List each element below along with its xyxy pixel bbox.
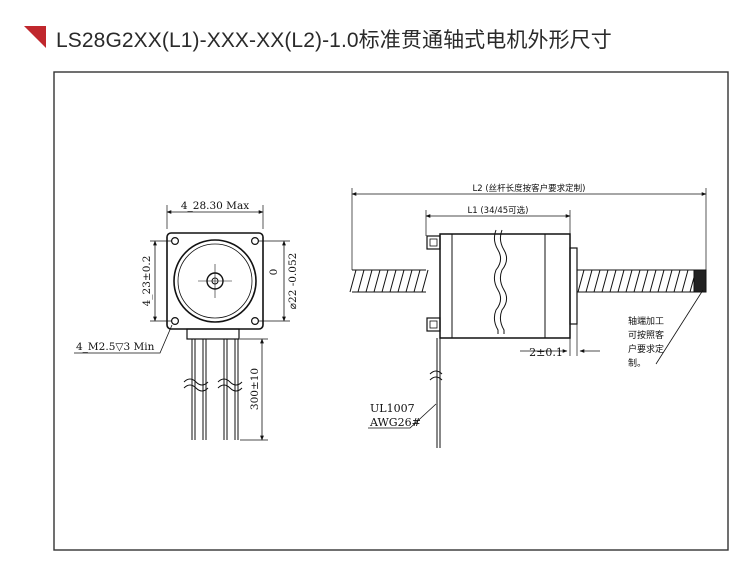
page-header: LS28G2XX(L1)-XXX-XX(L2)-1.0标准贯通轴式电机外形尺寸: [0, 0, 750, 70]
wire-spec-line1: UL1007: [370, 402, 415, 415]
mount-hole: [171, 237, 180, 246]
shaft-note-line4: 制。: [628, 357, 646, 369]
mount-hole-label: 4_M2.5▽3 Min: [76, 341, 155, 353]
wire-spec-line2: AWG26#: [369, 416, 421, 429]
mount-hole: [171, 317, 180, 326]
l1-dimension-label: L1 (34/45可选): [468, 205, 529, 216]
lead-length-label: 300±10: [249, 368, 261, 410]
mount-hole: [251, 237, 260, 246]
front-view: [74, 205, 290, 441]
width-dimension-label: 4_28.30 Max: [181, 200, 249, 212]
page-title: LS28G2XX(L1)-XXX-XX(L2)-1.0标准贯通轴式电机外形尺寸: [56, 29, 612, 52]
shaft-note-line1: 轴端加工: [628, 315, 664, 327]
hole-pitch-label: 4_23±0.2: [141, 256, 153, 307]
mount-hole: [251, 317, 260, 326]
drawing-frame: [53, 71, 729, 551]
shaft-end: [693, 269, 707, 293]
title-marker-icon: [24, 26, 46, 48]
side-view: [349, 188, 707, 448]
boss-diameter-label: ⌀22 -0.052: [287, 253, 299, 310]
shaft-note-line3: 户要求定: [628, 343, 664, 355]
motor-boss: [173, 239, 257, 323]
shaft-note-line2: 可按照客: [628, 329, 664, 341]
side-lead-wires: [436, 338, 441, 448]
lead-screw-left: [349, 269, 429, 293]
boss-tolerance-upper: 0: [268, 269, 280, 276]
wire-break-mark: [183, 378, 243, 392]
motor-body: [439, 233, 571, 339]
l2-dimension-label: L2 (丝杆长度按客户要求定制): [473, 183, 586, 194]
gap-dimension-label: 2±0.1: [529, 346, 563, 359]
lead-wires: [191, 339, 239, 440]
lead-screw-right: [577, 269, 704, 293]
body-break-mark: [493, 229, 502, 334]
